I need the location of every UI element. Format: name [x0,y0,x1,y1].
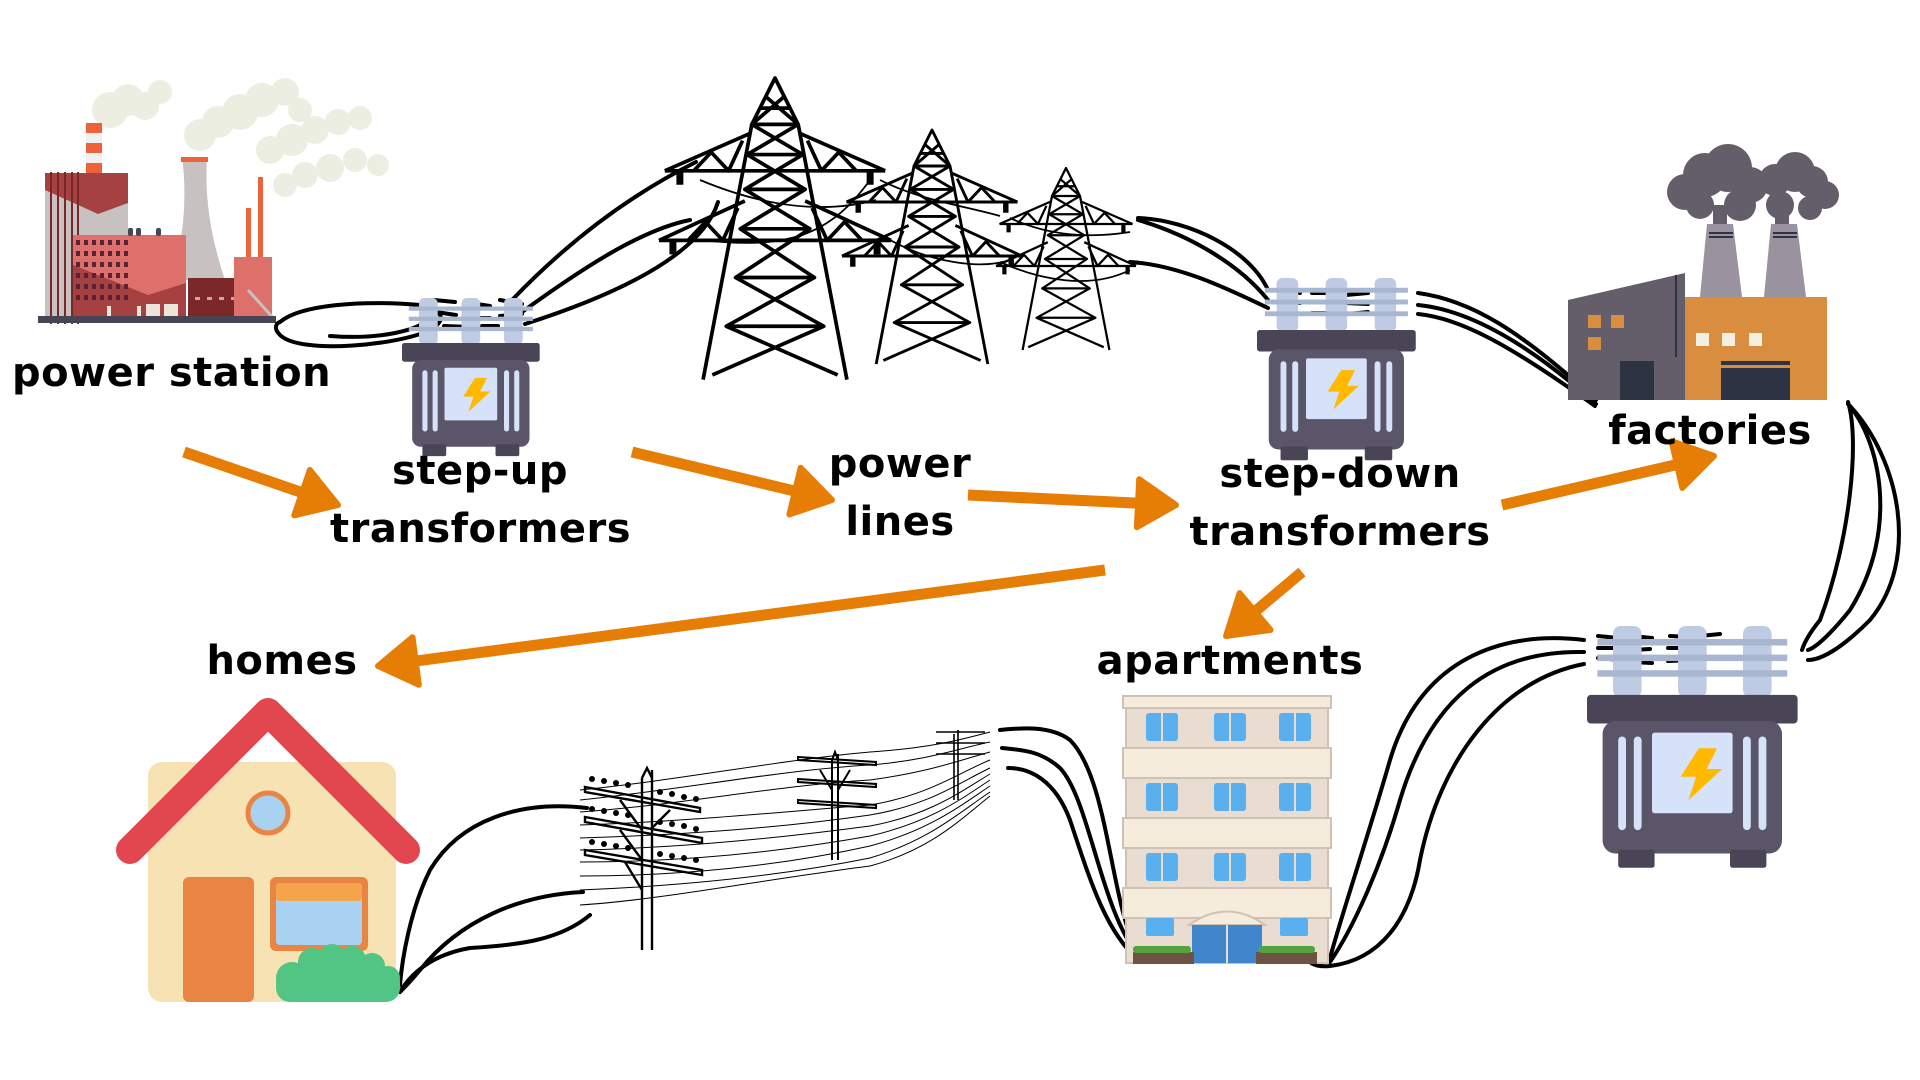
arrow-shaft [182,446,308,500]
arrow-shaft [630,446,801,498]
arrow-head [786,464,835,518]
arrow-step-down-transformers-to-factories [1500,438,1717,511]
transmission-tower-icon [659,78,891,380]
step-up-label-line2: transformers [330,506,632,552]
power-plant-icon [38,78,389,324]
arrow-head [291,466,341,519]
arrow-power-lines-to-step-down-transformers [967,476,1179,531]
flow-arrows [182,438,1717,688]
house-icon [116,698,420,1002]
arrow-step-down-transformers-to-homes [375,564,1106,688]
label-step-up-transformers: step-up transformers [330,442,632,558]
arrow-shaft [967,489,1143,509]
arrow-power-station-to-step-up-transformers [182,446,341,519]
step-up-transformer-icon [402,298,540,457]
power-station-label: power station [12,350,332,396]
factory-icon [1568,144,1839,400]
homes-label: homes [206,638,358,684]
apartments-label: apartments [1096,638,1364,684]
label-step-down-transformers: step-down transformers [1180,445,1500,561]
step-down-label-line1: step-down [1219,451,1461,497]
transmission-tower-icon [996,168,1136,350]
power-lines-label-line1: power [828,441,972,487]
power-lines-label-line2: lines [845,499,955,545]
label-power-lines: power lines [800,435,1000,551]
apartment-building-icon [1122,695,1332,964]
utility-pole-icon [579,730,991,950]
step-down-transformer-icon [1257,278,1416,461]
arrow-step-down-transformers-to-apartments [1223,567,1306,639]
arrow-head [1668,438,1717,491]
factories-label: factories [1608,408,1812,454]
arrow-shaft [410,564,1106,668]
arrow-step-up-transformers-to-power-lines [630,446,835,518]
arrow-shaft [1248,567,1306,619]
label-apartments: apartments [1090,632,1370,690]
step-down-label-line2: transformers [1189,509,1491,555]
tower-conductors [699,179,1131,282]
arrow-head [1133,476,1179,531]
arrow-head [1223,590,1274,639]
label-factories: factories [1590,402,1830,460]
label-power-station: power station [12,344,332,402]
arrow-head [375,634,422,688]
step-up-label-line1: step-up [392,448,568,494]
distribution-transformer-icon [1587,626,1798,868]
label-homes: homes [182,632,382,690]
arrow-shaft [1500,458,1683,511]
